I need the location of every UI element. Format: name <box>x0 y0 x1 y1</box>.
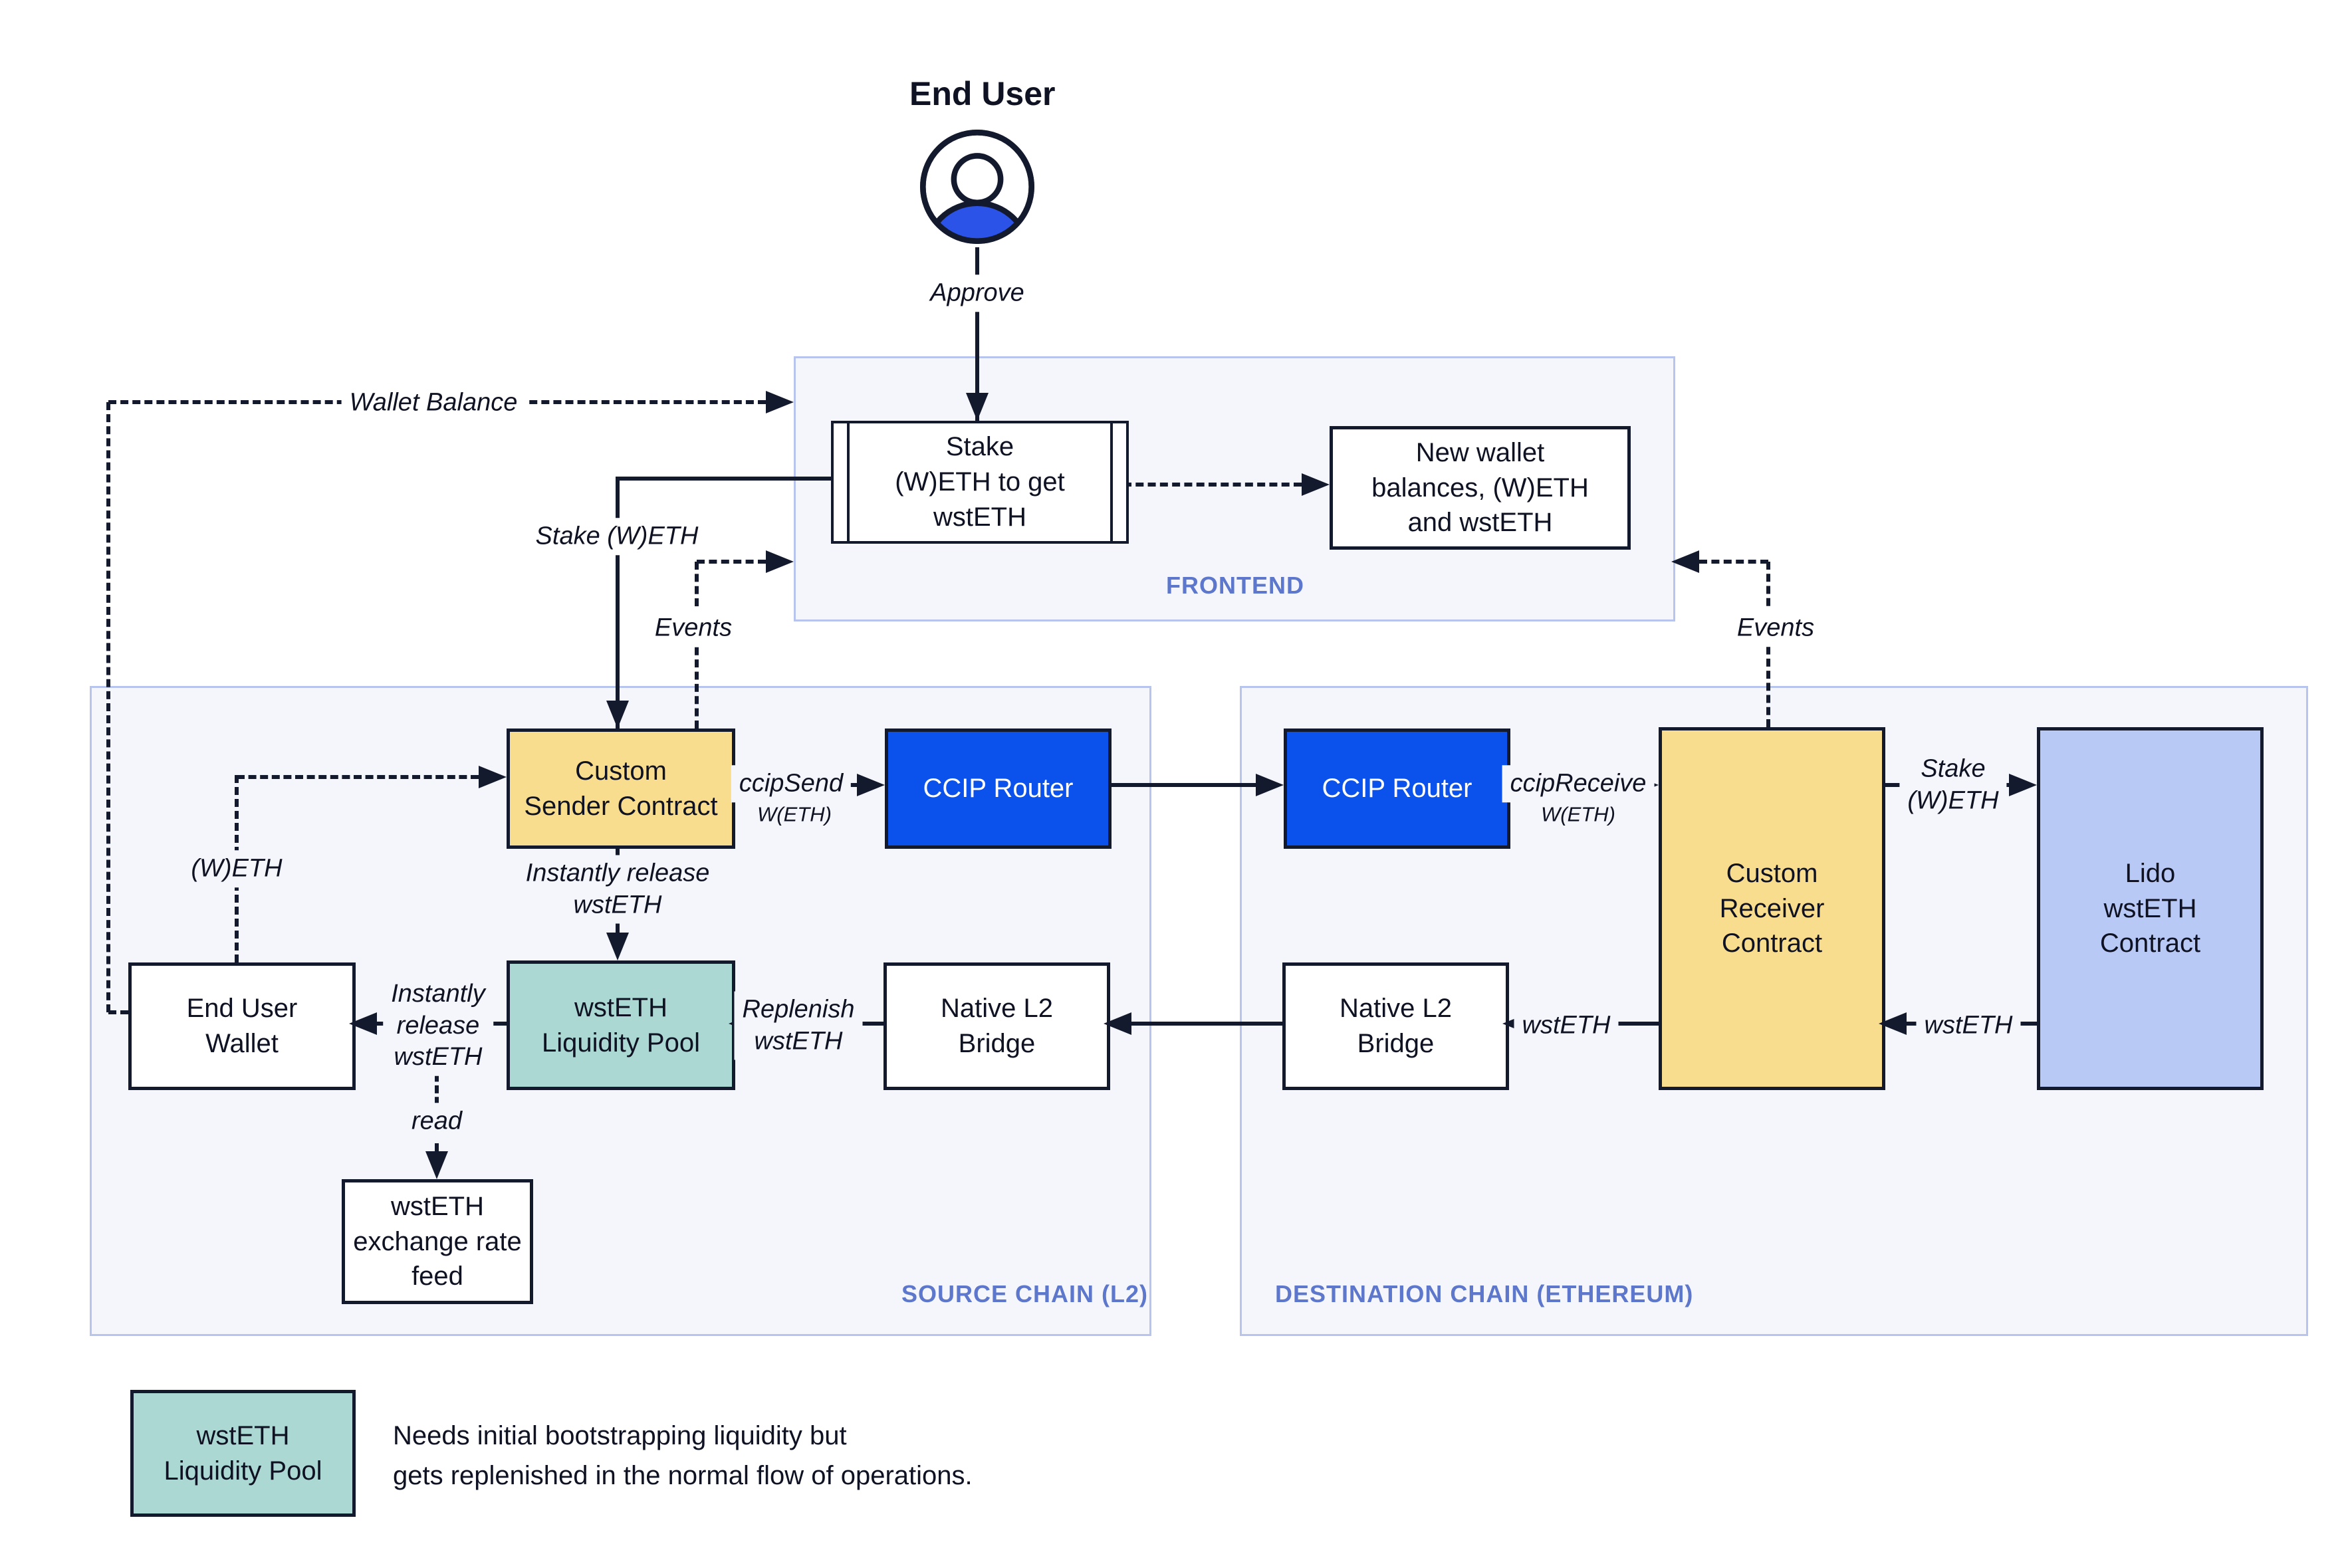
read-label: read <box>403 1103 471 1140</box>
frontend-region-label: FRONTEND <box>1166 572 1304 599</box>
stake-weth-line-horizontal <box>618 477 831 481</box>
node-end-user-wallet: End User Wallet <box>128 962 356 1090</box>
weth-arrowhead <box>479 766 507 788</box>
instantly-release-wallet-arrowhead <box>349 1012 377 1035</box>
instantly-release-arrowhead <box>606 933 629 960</box>
node-wsteth-exchange-rate-feed-label: wstETH exchange rate feed <box>353 1191 522 1291</box>
wallet-balance-line-connector <box>108 1010 128 1014</box>
bridge-to-bridge-line <box>1131 1022 1282 1026</box>
node-lido-wsteth-contract-label: Lido wstETH Contract <box>2099 858 2201 958</box>
wsteth-to-bridge-label: wstETH <box>1514 1007 1619 1044</box>
node-ccip-router-destination-label: CCIP Router <box>1322 774 1472 804</box>
stake-weth-line-vertical <box>616 477 620 728</box>
wallet-balance-line-vertical <box>106 402 110 1012</box>
instantly-release-label: Instantly release wstETH <box>517 855 718 924</box>
events-dest-label: Events <box>1728 610 1823 647</box>
replenish-label: Replenish wstETH <box>734 991 863 1060</box>
node-custom-sender-contract: Custom Sender Contract <box>507 728 735 849</box>
router-to-router-line <box>1105 783 1258 787</box>
node-custom-receiver-contract-label: Custom Receiver Contract <box>1719 858 1825 958</box>
node-native-l2-bridge-destination-label: Native L2 Bridge <box>1340 994 1452 1058</box>
events-dest-arrowhead <box>1671 550 1699 573</box>
node-ccip-router-destination: CCIP Router <box>1284 728 1510 849</box>
router-to-router-arrowhead <box>1256 774 1284 796</box>
node-stake-action: Stake (W)ETH to get wstETH <box>831 421 1129 544</box>
node-native-l2-bridge-source: Native L2 Bridge <box>883 962 1110 1090</box>
stake-to-newwallet-line <box>1123 483 1302 487</box>
ccipsend-asset-label: W(ETH) <box>749 799 840 831</box>
instantly-release-wallet-label: Instantly release wstETH <box>383 975 493 1076</box>
events-dest-line-horizontal <box>1699 560 1768 564</box>
stake-to-newwallet-arrowhead <box>1302 473 1330 496</box>
events-source-label: Events <box>646 610 741 647</box>
wallet-balance-arrowhead <box>766 391 794 413</box>
node-custom-receiver-contract: Custom Receiver Contract <box>1659 727 1885 1090</box>
node-native-l2-bridge-source-label: Native L2 Bridge <box>941 994 1053 1058</box>
node-end-user-wallet-label: End User Wallet <box>186 994 298 1058</box>
stake-weth-dest-label: Stake (W)ETH <box>1899 750 2007 820</box>
stake-weth-label: Stake (W)ETH <box>527 518 707 555</box>
legend-swatch-label: wstETH Liquidity Pool <box>164 1420 322 1486</box>
node-wsteth-exchange-rate-feed: wstETH exchange rate feed <box>342 1179 533 1304</box>
node-new-wallet-balances-label: New wallet balances, (W)ETH and wstETH <box>1371 437 1589 538</box>
stake-weth-dest-arrowhead <box>2009 774 2037 796</box>
end-user-icon <box>914 124 1040 250</box>
ccipsend-label: ccipSend <box>731 765 852 802</box>
ccipsend-arrowhead <box>857 774 885 796</box>
person-outline-top <box>920 130 1034 244</box>
weth-label: (W)ETH <box>183 850 291 887</box>
approve-line <box>975 247 979 421</box>
bridge-to-bridge-arrowhead <box>1104 1012 1131 1035</box>
legend-swatch-wsteth-liquidity-pool: wstETH Liquidity Pool <box>130 1390 356 1517</box>
node-new-wallet-balances: New wallet balances, (W)ETH and wstETH <box>1330 426 1631 550</box>
node-wsteth-liquidity-pool-label: wstETH Liquidity Pool <box>542 992 700 1058</box>
read-arrowhead <box>425 1151 448 1179</box>
node-lido-wsteth-contract: Lido wstETH Contract <box>2037 727 2264 1090</box>
end-user-title: End User <box>909 75 1056 112</box>
wsteth-from-lido-arrowhead <box>1879 1012 1907 1035</box>
weth-line-horizontal <box>237 775 479 779</box>
approve-label: Approve <box>922 275 1032 312</box>
node-native-l2-bridge-destination: Native L2 Bridge <box>1282 962 1509 1090</box>
events-source-line-horizontal <box>697 560 766 564</box>
node-wsteth-liquidity-pool: wstETH Liquidity Pool <box>507 960 735 1090</box>
source-chain-region-label: SOURCE CHAIN (L2) <box>901 1280 1149 1307</box>
legend-note: Needs initial bootstrapping liquidity bu… <box>393 1421 973 1490</box>
person-head <box>951 153 1004 206</box>
destination-chain-region-label: DESTINATION CHAIN (ETHEREUM) <box>1275 1280 1694 1307</box>
stake-weth-arrowhead <box>606 701 629 728</box>
approve-arrowhead <box>966 393 989 421</box>
node-custom-sender-contract-label: Custom Sender Contract <box>524 756 718 821</box>
node-stake-action-label: Stake (W)ETH to get wstETH <box>895 432 1065 532</box>
node-ccip-router-source: CCIP Router <box>885 728 1112 849</box>
wsteth-from-lido-label: wstETH <box>1916 1007 2021 1044</box>
events-source-arrowhead <box>766 550 794 573</box>
ccipreceive-asset-label: W(ETH) <box>1533 799 1623 831</box>
wallet-balance-label: Wallet Balance <box>341 384 526 421</box>
ccipreceive-label: ccipReceive <box>1502 765 1655 802</box>
node-ccip-router-source-label: CCIP Router <box>923 774 1074 804</box>
